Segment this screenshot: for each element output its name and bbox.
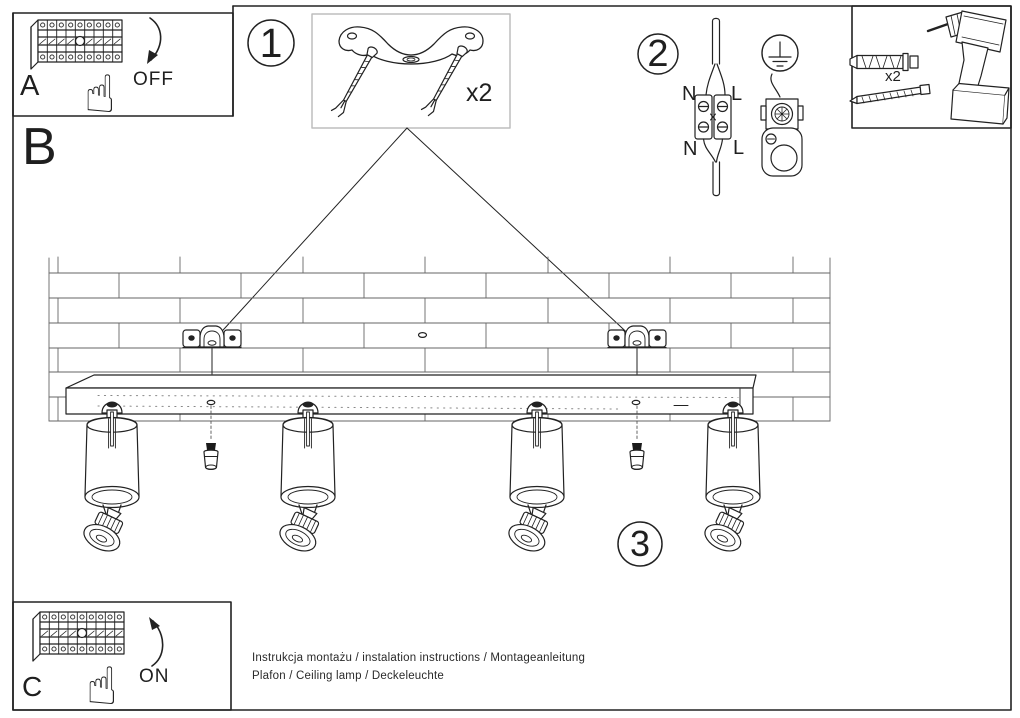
wall-center-mark	[417, 332, 428, 339]
curved-arrow-up-icon	[149, 617, 164, 667]
panel-c-label: C	[22, 671, 43, 702]
terminal-l-top: L	[731, 83, 743, 105]
hardware-quantity: x2	[885, 68, 901, 85]
wall-bracket-icon	[607, 325, 667, 349]
terminal-n-top: N	[682, 83, 697, 105]
step1-number: 1	[259, 19, 283, 66]
screw-icon	[849, 83, 931, 105]
terminal-l-bottom: L	[733, 137, 745, 159]
ceiling-rail	[65, 374, 757, 415]
hardware-box	[851, 5, 1012, 129]
spotlight	[79, 400, 140, 557]
footer-title-line: Instrukcja montażu / instalation instruc…	[252, 652, 586, 664]
step1-leader-lines	[213, 127, 636, 341]
spotlight	[700, 400, 761, 557]
terminal-block	[694, 94, 732, 140]
panel-c-box	[12, 601, 232, 711]
step3-number: 3	[629, 523, 651, 564]
pointing-hand-icon: ☝	[84, 65, 116, 125]
step2-number: 2	[647, 33, 669, 75]
drill-icon	[926, 10, 1010, 125]
terminal-n-bottom: N	[683, 138, 698, 160]
switch-on-label: ON	[139, 666, 170, 687]
fixing-screw-icon	[203, 405, 219, 471]
wall-plug-icon	[849, 52, 919, 72]
step1-circle	[247, 19, 295, 67]
panel-a-label: A	[20, 70, 40, 102]
switch-off-label: OFF	[133, 69, 174, 90]
wall-bracket-icon	[182, 325, 242, 349]
breaker-panel-icon	[32, 611, 125, 662]
section-b-label: B	[22, 118, 57, 176]
pointing-hand-icon: ☝	[86, 657, 118, 717]
earth-symbol-icon	[761, 34, 799, 72]
spotlight	[275, 400, 336, 557]
spotlight	[504, 400, 565, 557]
ground-clamp-icon	[760, 73, 804, 177]
fixing-screw-icon	[629, 405, 645, 471]
screw-icon	[329, 43, 380, 119]
curved-arrow-down-icon	[147, 17, 162, 64]
wiring-diagram	[694, 17, 732, 197]
breaker-panel-icon	[30, 19, 123, 70]
footer-product-line: Plafon / Ceiling lamp / Deckeleuchte	[252, 669, 444, 682]
step1-quantity: x2	[466, 79, 493, 107]
step2-circle	[637, 33, 679, 75]
step1-parts-box	[311, 13, 511, 129]
panel-a-box	[12, 12, 234, 117]
page-frame	[12, 5, 1012, 711]
step3-circle	[617, 521, 663, 567]
